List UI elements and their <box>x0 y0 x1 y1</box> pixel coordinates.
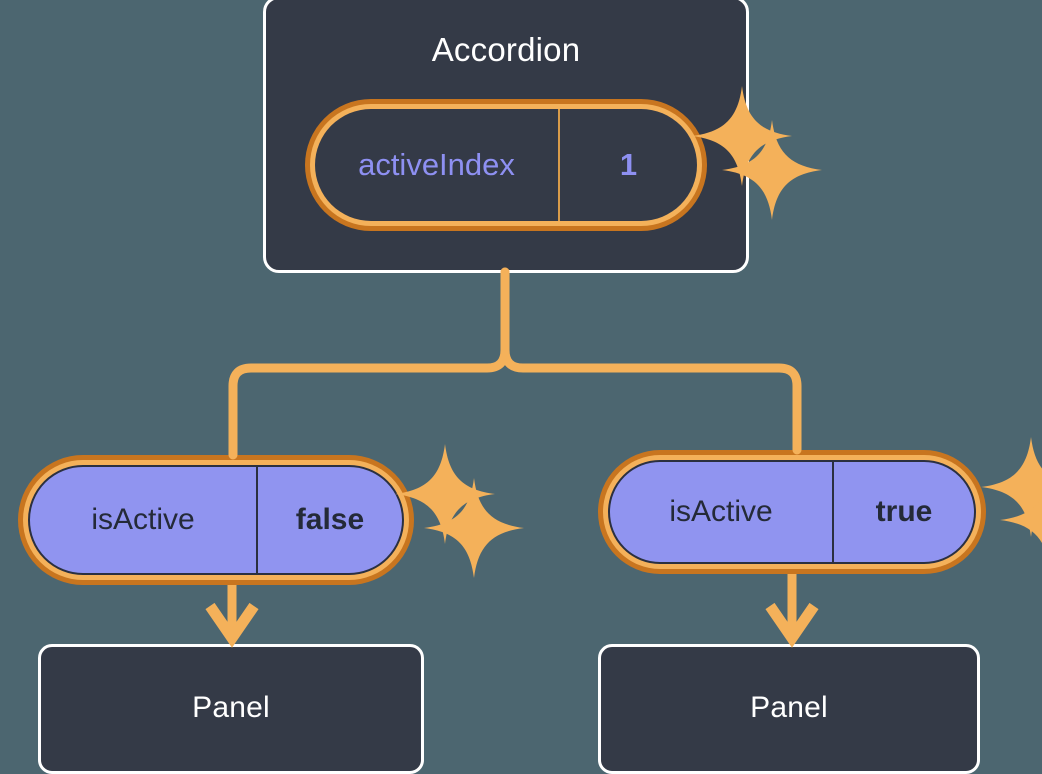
branch-connector-right <box>500 267 802 455</box>
panel-title-left: Panel <box>192 691 270 724</box>
sparkle-icon-right <box>981 437 1042 570</box>
pill-inner-ring: isActive false <box>23 460 409 580</box>
prop-value-is-active-left: false <box>295 503 365 536</box>
pill-inner-ring: isActive true <box>603 455 981 569</box>
pill-face: isActive true <box>608 460 976 564</box>
prop-key-is-active-left: isActive <box>30 467 258 573</box>
prop-pill-is-active-right[interactable]: isActive true <box>598 450 986 574</box>
prop-pill-active-index[interactable]: activeIndex 1 <box>305 99 707 231</box>
accordion-title: Accordion <box>431 31 581 68</box>
prop-value-is-active-right: true <box>875 495 933 528</box>
pill-inner-ring: activeIndex 1 <box>310 104 702 226</box>
prop-value-active-index: 1 <box>619 147 638 182</box>
branch-connector-left <box>228 267 510 460</box>
arrow-down-icon-right <box>765 574 819 648</box>
arrow-down-icon-left <box>205 585 259 648</box>
pill-face: isActive false <box>28 465 404 575</box>
panel-title-right: Panel <box>750 691 828 724</box>
sparkle-icon-left <box>395 444 524 578</box>
panel-component-box-right[interactable]: Panel <box>598 644 980 774</box>
prop-key-is-active-right: isActive <box>610 462 834 562</box>
prop-key-active-index: activeIndex <box>315 109 560 221</box>
prop-pill-is-active-left[interactable]: isActive false <box>18 455 414 585</box>
pill-face: activeIndex 1 <box>315 109 697 221</box>
panel-component-box-left[interactable]: Panel <box>38 644 424 774</box>
